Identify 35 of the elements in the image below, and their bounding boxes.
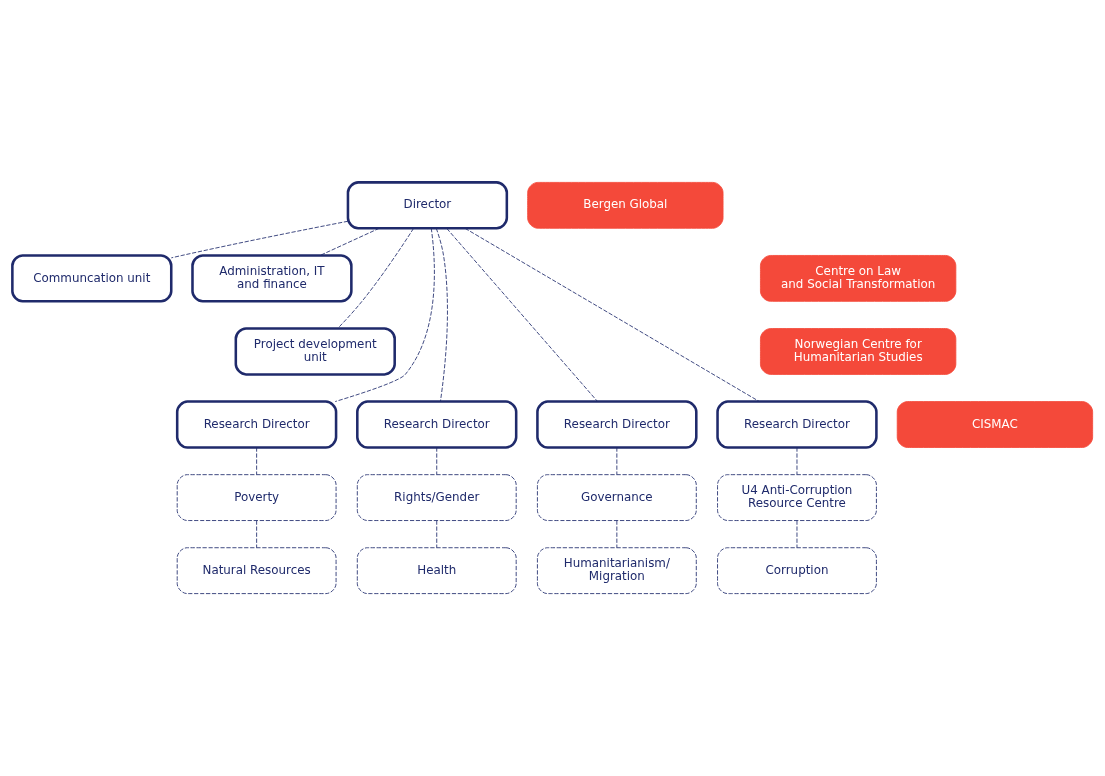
connector — [170, 220, 349, 259]
connector — [256, 447, 258, 475]
node-box: Research Director — [716, 400, 878, 449]
connector — [436, 520, 438, 549]
node-box: U4 Anti-Corruption Resource Centre — [717, 474, 877, 521]
node-box: Humanitarianism/ Migration — [537, 547, 697, 595]
node-box: Corruption — [717, 547, 877, 595]
connector — [435, 227, 448, 402]
node-box: Project development unit — [234, 327, 396, 376]
node-box: Rights/Gender — [356, 474, 517, 521]
node-box: Poverty — [176, 474, 337, 521]
connector — [256, 520, 258, 549]
connector — [464, 228, 760, 402]
node-box: Research Director — [536, 400, 698, 449]
node-box: Governance — [537, 474, 697, 521]
node-box: Health — [356, 547, 517, 595]
connector — [796, 447, 798, 475]
node-box: Administration, IT and finance — [191, 254, 353, 303]
node-box: Norwegian Centre for Humanitarian Studies — [760, 328, 957, 375]
connector — [334, 228, 435, 402]
node-box: Director — [346, 181, 509, 230]
connector — [616, 447, 618, 475]
node-box: Centre on Law and Social Transformation — [760, 255, 957, 302]
node-box: Research Director — [356, 400, 518, 449]
node-box: Bergen Global — [527, 181, 724, 229]
connector — [319, 227, 380, 256]
connector — [436, 447, 438, 475]
node-box: Research Director — [175, 400, 338, 449]
node-box: Communcation unit — [11, 254, 173, 303]
node-box: CISMAC — [896, 401, 1094, 448]
connector — [796, 520, 798, 549]
connector — [337, 228, 414, 329]
connector — [616, 520, 618, 549]
node-box: Natural Resources — [176, 547, 337, 595]
connector — [446, 228, 598, 402]
